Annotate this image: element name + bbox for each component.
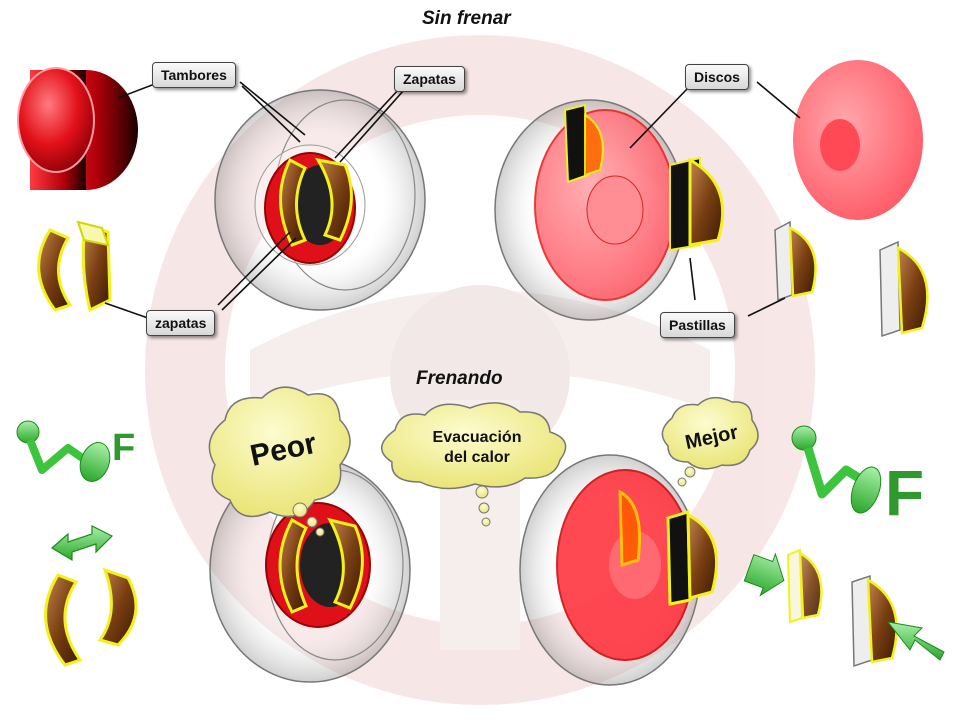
loose-shoes-icon <box>37 220 112 313</box>
drum-part-icon <box>17 67 138 190</box>
disc-brake-assembly-icon <box>494 99 725 321</box>
loose-pads-icon <box>774 220 929 338</box>
spread-shoes-icon <box>44 567 138 667</box>
title-braking: Frenando <box>416 368 503 389</box>
force-symbol-left: F <box>112 427 135 469</box>
push-arrow-icon <box>743 552 945 661</box>
lever-icon <box>16 420 111 482</box>
label-drums: Tambores <box>152 62 236 88</box>
title-not-braking: Sin frenar <box>422 8 511 29</box>
label-shoes-lower: zapatas <box>146 310 216 336</box>
force-symbol-right: F <box>885 457 924 529</box>
leader-lines <box>104 81 801 319</box>
pushed-pads-icon <box>786 548 898 668</box>
label-pads: Pastillas <box>660 312 735 338</box>
double-arrow-icon <box>50 525 114 562</box>
heat-evacuation-line1: Evacuación <box>433 429 522 446</box>
heat-evacuation-line2: del calor <box>444 449 510 466</box>
disc-brake-braking-icon <box>519 454 719 686</box>
thought-bubble-icon-heat <box>381 402 567 527</box>
thought-bubble-icon-worse <box>208 386 351 537</box>
lever-icon-right <box>791 425 882 514</box>
disc-part-icon <box>793 60 923 220</box>
label-shoes: Zapatas <box>394 66 465 92</box>
thought-bubble-icon-better <box>661 396 759 487</box>
label-discs: Discos <box>685 64 749 90</box>
